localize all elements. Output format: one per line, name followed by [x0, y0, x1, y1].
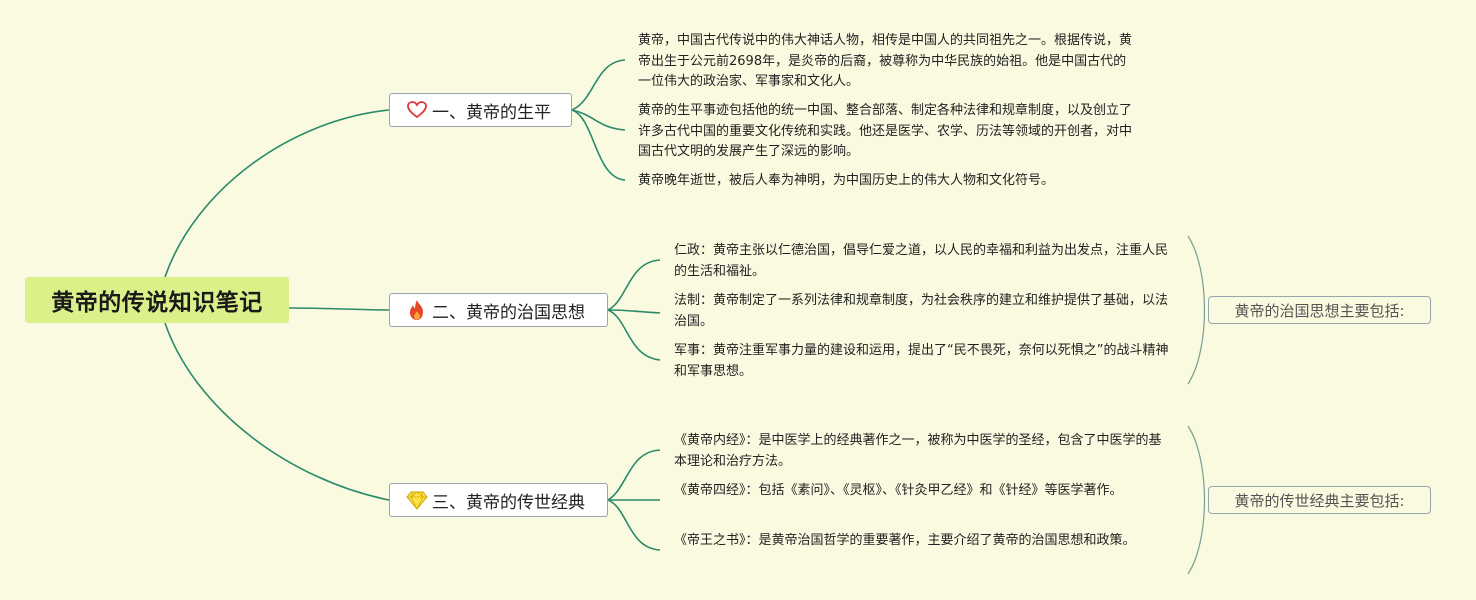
- branch-2-leaf-2[interactable]: 法制：黄帝制定了一系列法律和规章制度，为社会秩序的建立和维护提供了基础，以法治国…: [674, 293, 1169, 329]
- branch-1-node[interactable]: 一、黄帝的生平: [389, 93, 572, 127]
- branch-3-node[interactable]: 三、黄帝的传世经典: [389, 483, 608, 517]
- link-root-branch-2: [288, 307, 390, 311]
- branch-3-summary[interactable]: 黄帝的传世经典主要包括:: [1208, 486, 1431, 514]
- link-branch-1-leaf-1: [571, 59, 626, 111]
- branch-1-leaf-1[interactable]: 黄帝，中国古代传说中的伟大神话人物，相传是中国人的共同祖先之一。根据传说，黄帝出…: [638, 33, 1133, 89]
- diamond-icon: [406, 489, 428, 511]
- branch-3-leaf-2[interactable]: 《黄帝四经》：包括《素问》、《灵枢》、《针灸甲乙经》和《针经》等医学著作。: [674, 483, 1123, 498]
- link-branch-3-leaf-1: [607, 449, 661, 501]
- link-branch-3-leaf-3: [607, 499, 661, 551]
- branch-2-label: 二、黄帝的治国思想: [432, 302, 585, 323]
- link-root-branch-3: [164, 322, 390, 501]
- branch-2-leaf-3[interactable]: 军事：黄帝注重军事力量的建设和运用，提出了“民不畏死，奈何以死惧之”的战斗精神和…: [674, 343, 1169, 379]
- fire-icon: [406, 299, 428, 321]
- link-branch-1-leaf-2: [571, 109, 626, 131]
- summary-bracket-2: [1187, 235, 1206, 385]
- branch-1-label: 一、黄帝的生平: [432, 102, 551, 123]
- branch-2-node[interactable]: 二、黄帝的治国思想: [389, 293, 608, 327]
- branch-3-leaf-1[interactable]: 《黄帝内经》：是中医学上的经典著作之一，被称为中医学的圣经，包含了中医学的基本理…: [674, 433, 1162, 469]
- link-branch-2-leaf-2: [607, 309, 661, 314]
- link-root-branch-1: [164, 109, 390, 278]
- branch-2-leaf-1[interactable]: 仁政：黄帝主张以仁德治国，倡导仁爱之道，以人民的幸福和利益为出发点，注重人民的生…: [674, 243, 1169, 279]
- branch-1-leaf-2[interactable]: 黄帝的生平事迹包括他的统一中国、整合部落、制定各种法律和规章制度，以及创立了许多…: [638, 103, 1133, 159]
- heart-icon: [406, 99, 428, 121]
- link-branch-2-leaf-3: [607, 309, 661, 361]
- branch-1-leaf-3[interactable]: 黄帝晚年逝世，被后人奉为神明，为中国历史上的伟大人物和文化符号。: [638, 173, 1055, 188]
- root-topic[interactable]: 黄帝的传说知识笔记: [25, 277, 289, 323]
- branch-3-label: 三、黄帝的传世经典: [432, 492, 585, 513]
- link-branch-2-leaf-1: [607, 259, 661, 311]
- link-branch-1-leaf-3: [571, 109, 626, 181]
- summary-bracket-3: [1187, 425, 1206, 575]
- branch-3-leaf-3[interactable]: 《帝王之书》：是黄帝治国哲学的重要著作，主要介绍了黄帝的治国思想和政策。: [674, 533, 1136, 548]
- root-title: 黄帝的传说知识笔记: [51, 290, 263, 316]
- branch-2-summary[interactable]: 黄帝的治国思想主要包括:: [1208, 296, 1431, 324]
